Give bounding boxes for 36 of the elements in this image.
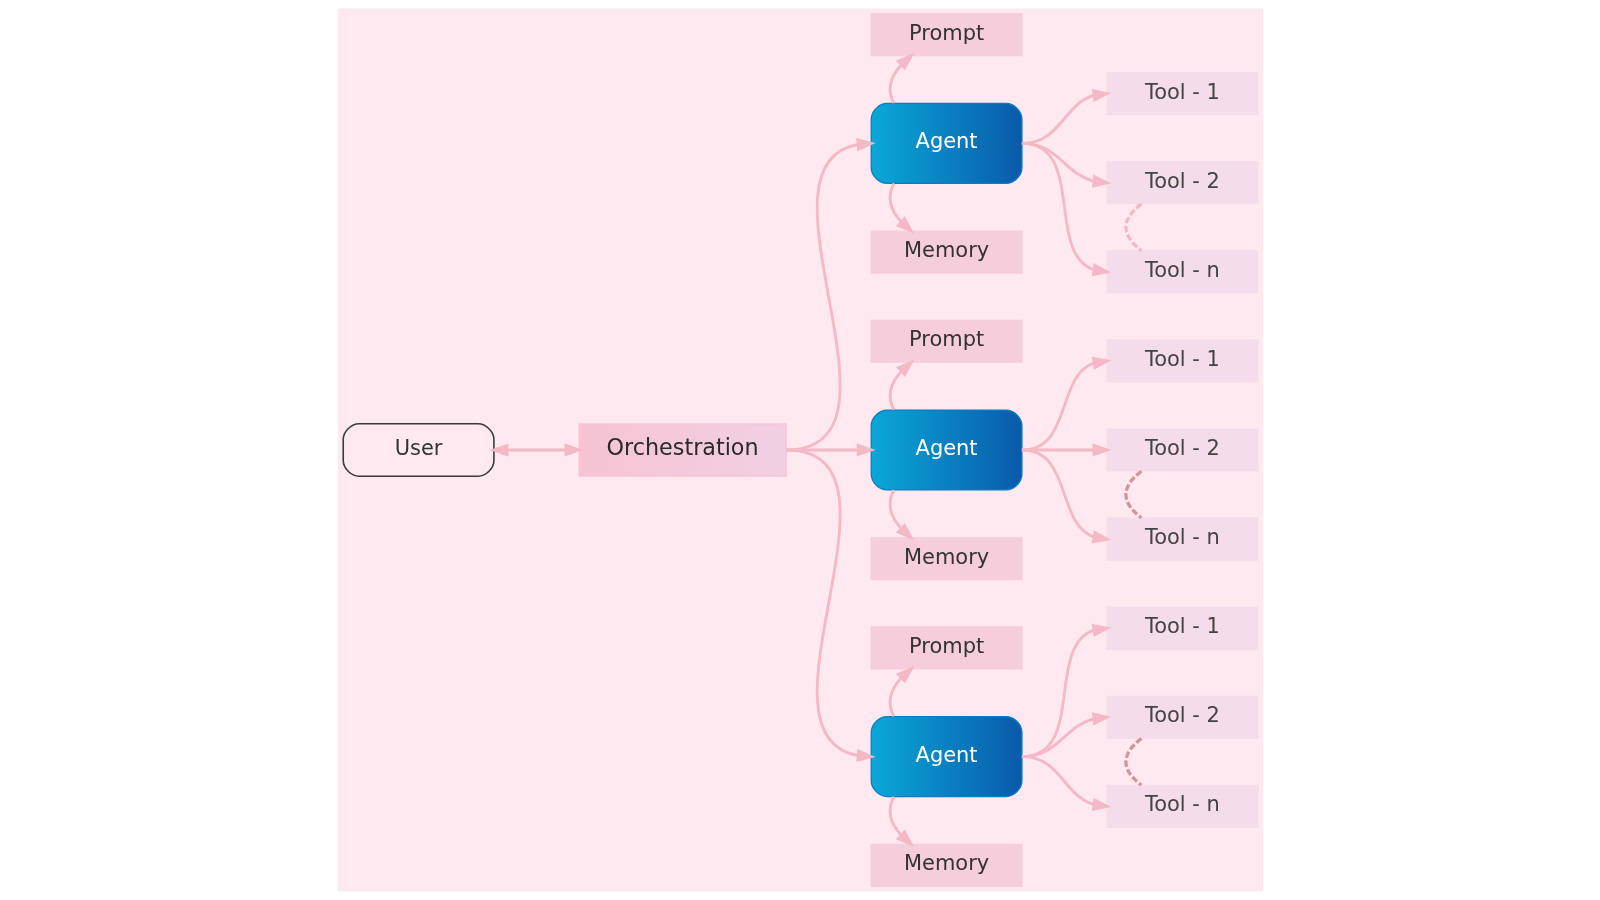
arrow [888,795,914,848]
arrow [888,489,914,541]
connector [1123,737,1142,787]
node-box: Tool - 1 [1105,606,1258,650]
node-box: User [341,423,495,477]
node-box: Memory [870,537,1023,581]
node-box: Agent [870,102,1023,185]
node-box: Tool - n [1105,784,1258,828]
connector [1123,469,1142,520]
node-box: Orchestration [577,423,787,477]
arrow [1021,755,1111,811]
node-box: Memory [870,843,1023,887]
node-box: Prompt [870,319,1023,363]
arrow [888,182,914,234]
connector [1123,202,1142,252]
arrow [785,448,876,763]
node-box: Tool - n [1105,517,1258,561]
arrow [888,666,914,717]
node-box: Prompt [870,626,1023,670]
node-box: Tool - 1 [1105,339,1258,383]
node-box: Tool - n [1105,250,1258,294]
arrow [1021,142,1111,277]
arrow [1021,356,1111,452]
node-box: Tool - 2 [1105,161,1258,205]
arrow [1021,448,1111,544]
arrow [888,52,914,104]
node-box: Tool - 1 [1105,72,1258,116]
arrow [489,443,583,457]
arrow [888,359,914,411]
arrow [785,137,876,452]
node-box: Agent [870,409,1023,491]
node-box: Tool - 2 [1105,428,1258,472]
node-box: Memory [870,230,1023,274]
node-box: Agent [870,715,1023,798]
node-box: Tool - 2 [1105,695,1258,739]
node-box: Prompt [870,13,1023,57]
